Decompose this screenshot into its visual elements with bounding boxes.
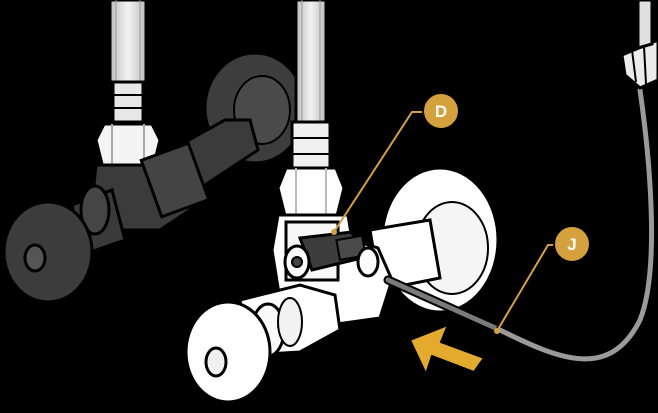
callout-d-label: D [435, 102, 447, 121]
callout-j-label: J [567, 235, 576, 254]
flexible-hose [495, 0, 658, 364]
background-valve [2, 0, 307, 304]
direction-arrow [408, 323, 486, 377]
callout-d: D [331, 92, 460, 235]
callout-j-badge [553, 225, 591, 263]
callout-d-badge [422, 92, 460, 130]
callout-j: J [494, 225, 591, 334]
foreground-valve [184, 0, 505, 404]
